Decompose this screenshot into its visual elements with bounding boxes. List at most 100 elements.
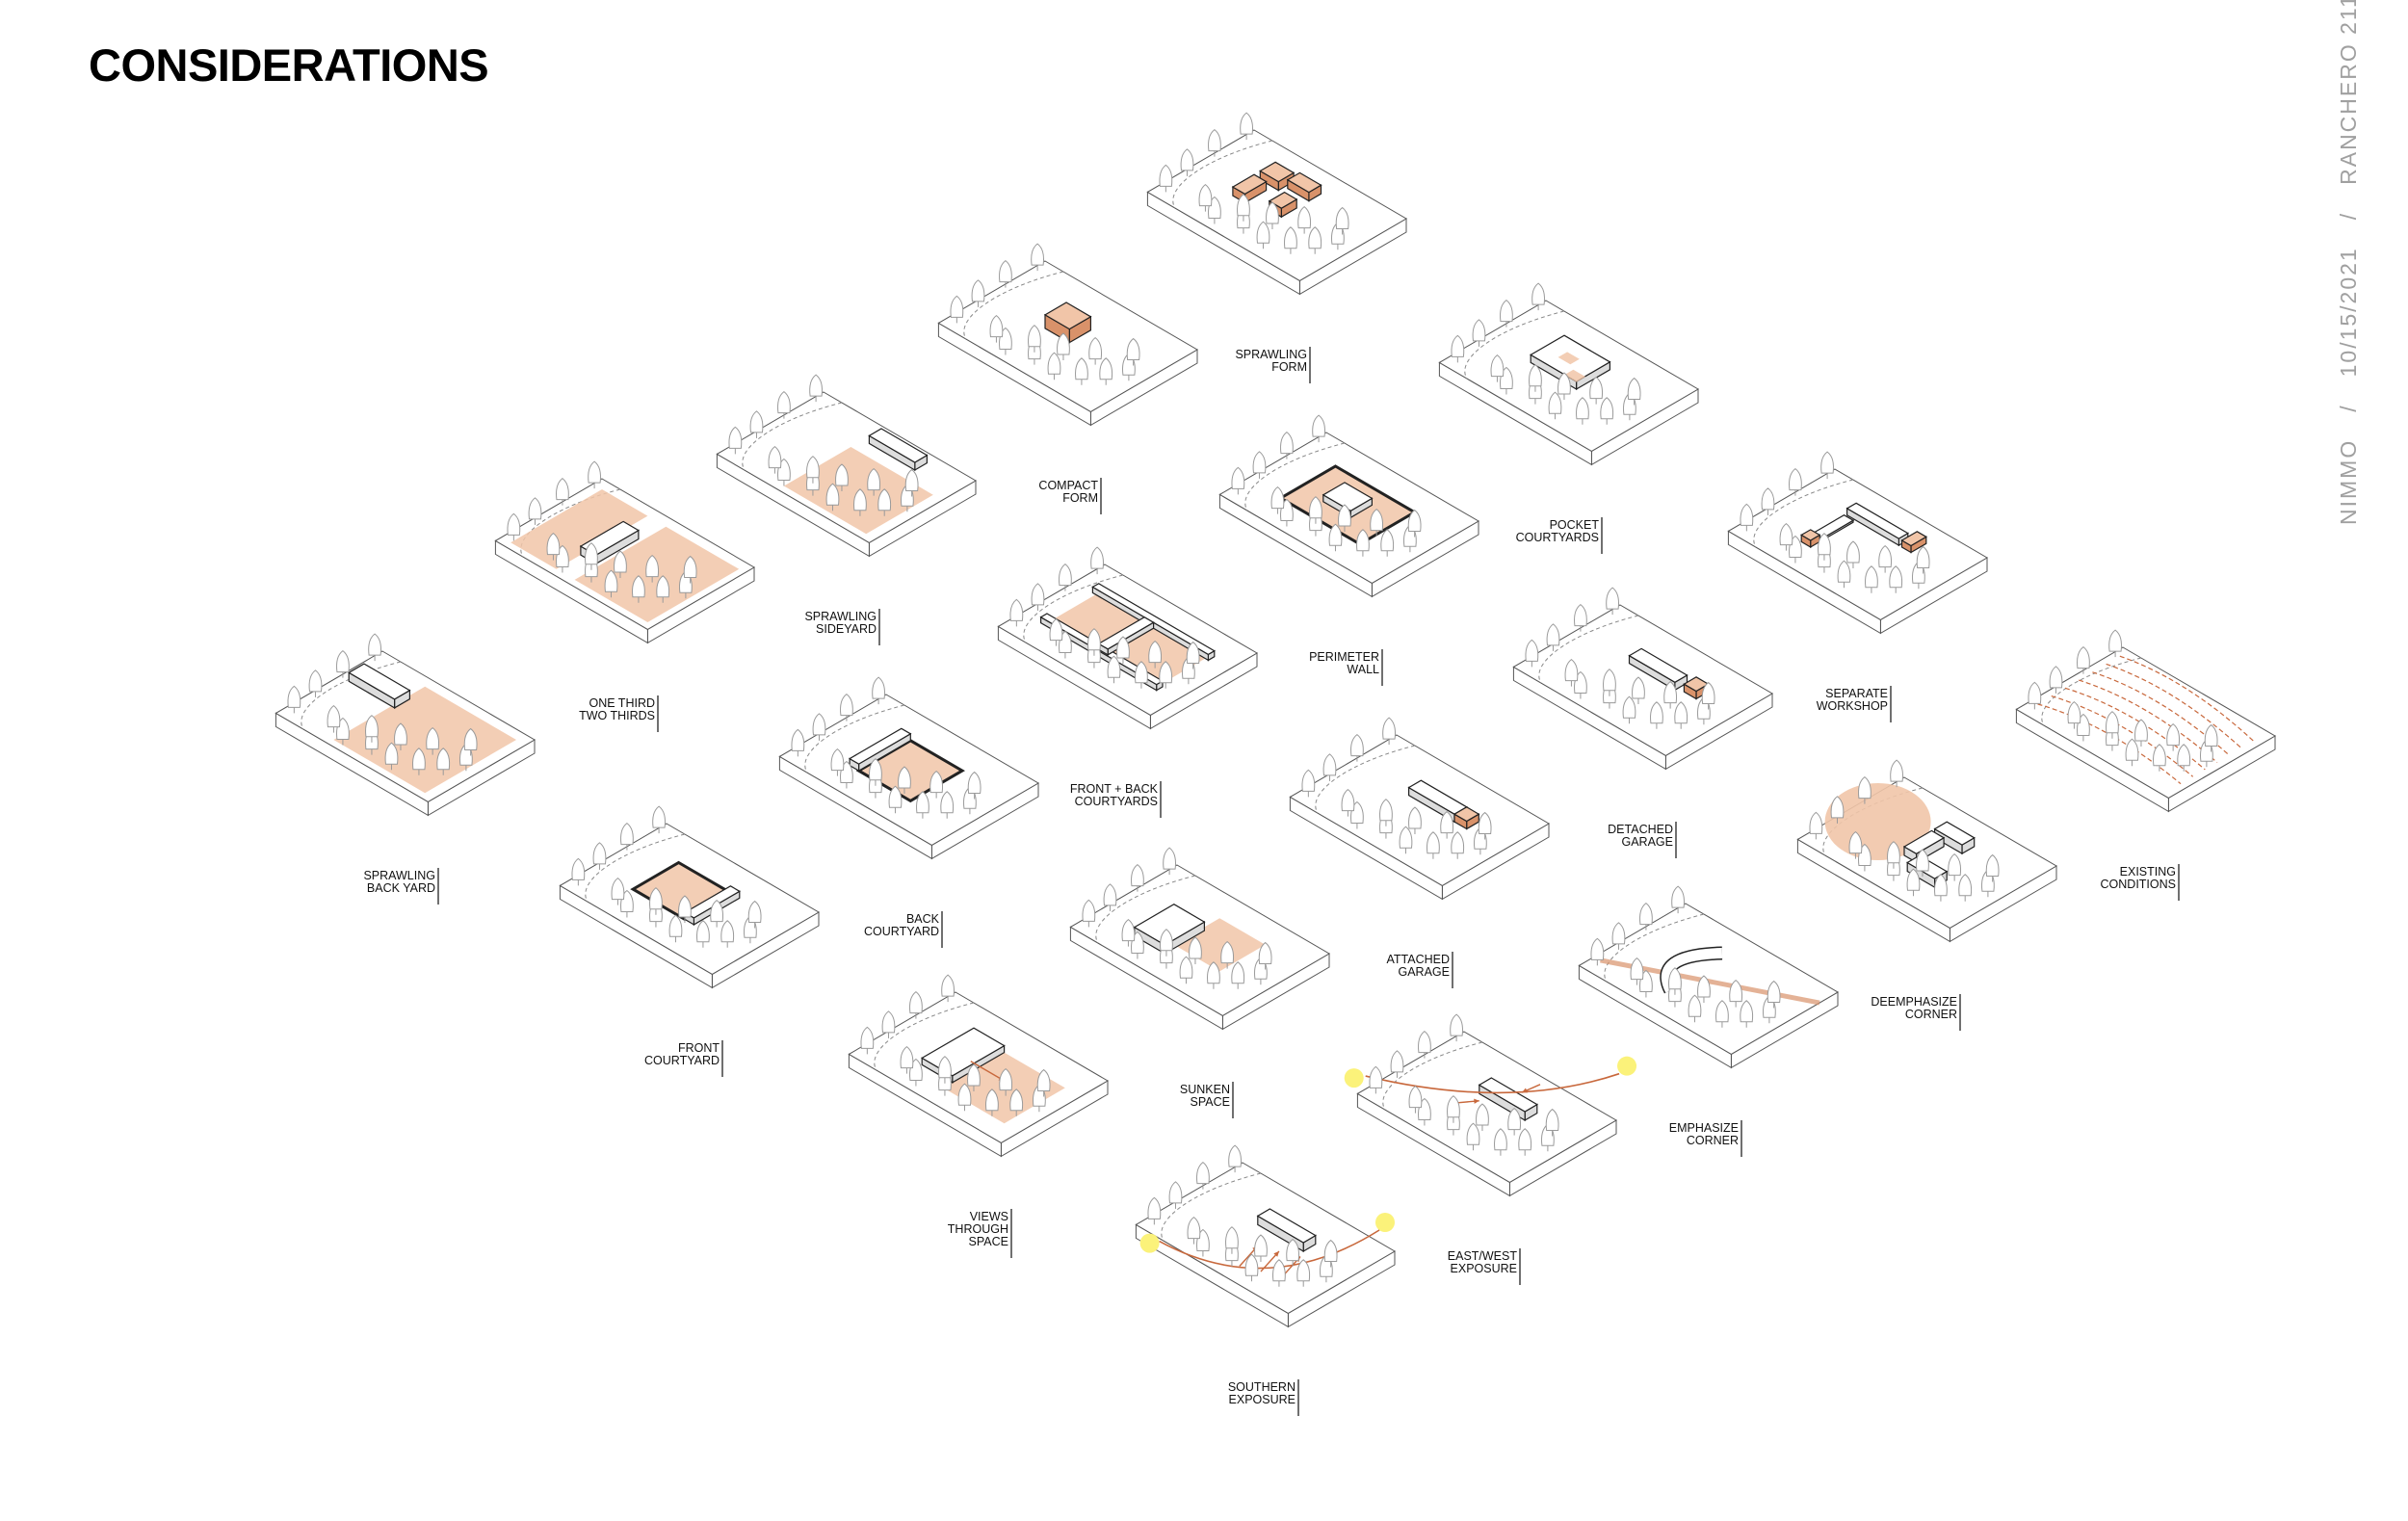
- tree-icon: [1450, 1013, 1463, 1042]
- tree-icon: [1322, 753, 1337, 781]
- tree-icon: [1630, 957, 1644, 985]
- tree-icon: [989, 315, 1004, 343]
- tree-icon: [1031, 243, 1044, 272]
- tree-icon: [1148, 641, 1163, 669]
- building-top: [1322, 482, 1374, 511]
- tree-icon: [971, 279, 985, 307]
- tree-icon: [985, 1088, 999, 1116]
- tree-icon: [1451, 334, 1465, 363]
- tree-icon: [1761, 487, 1775, 515]
- label-line: EXPOSURE: [1229, 1393, 1296, 1406]
- tree-icon: [1878, 545, 1893, 573]
- label-line: BACK: [906, 912, 940, 926]
- building-top: [1231, 173, 1268, 196]
- tree-icon: [620, 822, 634, 851]
- tree-icon: [1049, 618, 1063, 646]
- building-top: [1478, 1077, 1538, 1113]
- tree-icon: [1622, 695, 1636, 724]
- tree-icon: [1240, 112, 1253, 141]
- tree-icon: [1830, 796, 1845, 824]
- tree-icon: [1541, 1123, 1555, 1152]
- tree-icon: [287, 685, 301, 714]
- tree-icon: [1639, 902, 1653, 931]
- tree-icon: [1557, 372, 1571, 401]
- tree-icon: [1369, 1065, 1383, 1094]
- sun-icon: [1375, 1213, 1395, 1232]
- tree-icon: [1087, 628, 1101, 656]
- tree-icon: [1546, 623, 1560, 651]
- road-curve: [585, 833, 686, 903]
- tree-icon: [1047, 352, 1061, 380]
- tree-icon: [1603, 669, 1616, 696]
- tree-icon: [835, 463, 849, 492]
- tree-icon: [728, 426, 743, 455]
- label-line: CORNER: [1905, 1008, 1957, 1021]
- tree-icon: [1121, 919, 1136, 947]
- label-line: EXPOSURE: [1451, 1262, 1517, 1275]
- tree-icon: [999, 1068, 1013, 1096]
- tree-icon: [308, 669, 323, 697]
- tree-icon: [1729, 980, 1743, 1008]
- tree-icon: [556, 477, 569, 506]
- tree-icon: [1474, 826, 1487, 855]
- sun-path: [1365, 1072, 1620, 1094]
- tree-icon: [1228, 1144, 1242, 1173]
- tree-icon: [916, 791, 929, 819]
- tree-icon: [777, 390, 791, 419]
- tree-icon: [1916, 849, 1929, 878]
- label-line: SPACE: [969, 1235, 1008, 1248]
- label-line: COURTYARDS: [1075, 795, 1158, 808]
- garage-top: [1453, 806, 1480, 823]
- tree-icon: [1865, 565, 1878, 593]
- tree-icon: [2153, 744, 2166, 772]
- tree-icon: [1258, 941, 1272, 970]
- tree-icon: [1408, 1086, 1423, 1114]
- tree-icon: [1297, 206, 1312, 234]
- tree-icon: [649, 887, 663, 915]
- building-top: [1286, 171, 1322, 194]
- tree-icon: [1082, 899, 1096, 928]
- tree-icon: [1057, 332, 1070, 361]
- tree-icon: [1208, 128, 1221, 157]
- workshop-top: [1900, 531, 1927, 547]
- tree-icon: [963, 786, 977, 815]
- tree-icon: [898, 766, 911, 795]
- road-curve: [1604, 913, 1705, 983]
- label-line: EAST/WEST: [1448, 1249, 1518, 1263]
- tree-icon: [1529, 364, 1542, 392]
- tree-icon: [881, 1010, 896, 1038]
- tree-icon: [1180, 148, 1194, 176]
- tree-icon: [1350, 733, 1364, 762]
- tree-icon: [1408, 806, 1422, 835]
- tree-icon: [901, 484, 914, 512]
- tree-icon: [1272, 1259, 1286, 1287]
- tree-icon: [1187, 1217, 1201, 1245]
- label-line: SUNKEN: [1180, 1083, 1230, 1096]
- tree-icon: [1789, 467, 1802, 496]
- tree-icon: [1574, 603, 1587, 632]
- tree-icon: [1611, 922, 1626, 950]
- tree-icon: [683, 555, 697, 584]
- tree-icon: [812, 713, 826, 741]
- tree-icon: [1380, 529, 1395, 557]
- tree-icon: [571, 857, 586, 886]
- tree-icon: [957, 1083, 972, 1112]
- tree-icon: [1650, 701, 1663, 729]
- label-line: VIEWS: [970, 1210, 1008, 1223]
- tree-icon: [1564, 659, 1579, 687]
- tree-icon: [1254, 1234, 1268, 1263]
- tree-icon: [1500, 299, 1513, 328]
- sun-icon: [1139, 1233, 1160, 1253]
- tree-icon: [1820, 451, 1834, 480]
